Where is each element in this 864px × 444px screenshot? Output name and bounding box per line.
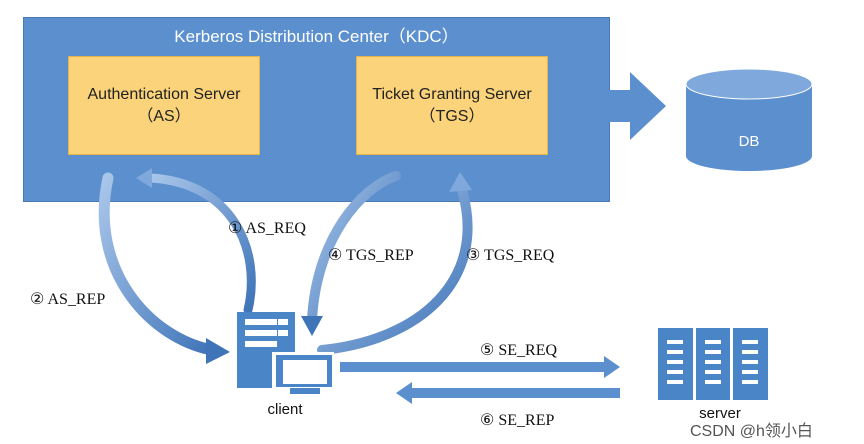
se-rep-arrow [396,382,620,404]
se-rep-label: ⑥ SE_REP [480,412,555,429]
tgs-rep-arrow [307,171,401,325]
tgs-rep-label: ④ TGS_REP [328,247,414,264]
tgs-req-arrow [317,185,473,355]
as-req-label: ① AS_REQ [228,220,306,237]
watermark: CSDN @h领小白 [690,423,813,440]
server-label: server [699,405,741,422]
as-req-arrow [145,173,256,315]
kdc-title: Kerberos Distribution Center（KDC） [174,27,459,46]
as-rep-label: ② AS_REP [30,291,106,308]
as-abbrev: （AS） [137,107,191,125]
db-label: DB [738,133,760,150]
tgs-abbrev: （TGS） [419,107,485,125]
database-icon [685,68,813,171]
authentication-server-box: Authentication Server （AS） [68,56,260,155]
se-req-label: ⑤ SE_REQ [480,342,558,359]
server-rack-icon [658,328,768,400]
as-name: Authentication Server [87,85,241,103]
kdc-to-db-arrow [595,72,666,140]
client-label: client [267,401,303,418]
client-icon [237,312,334,394]
tgs-req-label: ③ TGS_REQ [466,247,555,264]
tgs-name: Ticket Granting Server [372,85,532,103]
as-rep-arrow [98,172,218,356]
ticket-granting-server-box: Ticket Granting Server （TGS） [356,56,548,155]
se-req-arrow [340,356,620,378]
